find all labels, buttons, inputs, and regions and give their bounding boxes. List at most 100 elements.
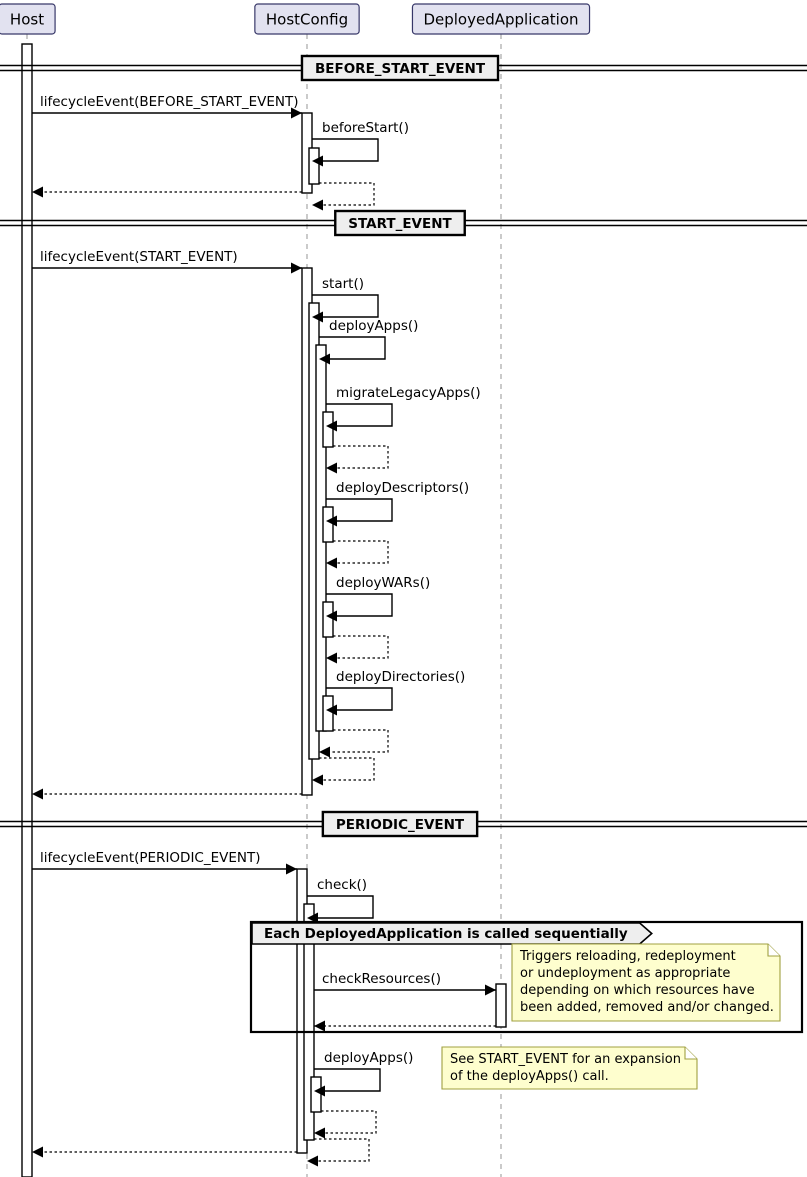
message-m6: start() — [312, 276, 379, 323]
group-label-group-each-deployedapplication: Each DeployedApplication is called seque… — [264, 926, 628, 942]
note-line-note-deployapps-1: of the deployApps() call. — [450, 1069, 609, 1084]
group-frame-group-each-deployedapplication — [249, 920, 804, 1034]
arrowhead-m2 — [312, 155, 323, 167]
message-m22: deployApps() — [314, 1050, 413, 1097]
activations-layer — [21, 43, 507, 1177]
note-body-note-deployapps — [441, 1046, 698, 1090]
participant-label-host: Host — [10, 11, 44, 29]
arrowhead-m11 — [326, 557, 337, 569]
arrowhead-m24 — [307, 1155, 318, 1167]
message-m15 — [319, 729, 389, 758]
message-m14: deployDirectories() — [326, 669, 465, 716]
note-line-note-checkresources-3: been added, removed and/or changed. — [520, 1000, 774, 1015]
activation-bar-a-hc-2-i3a — [322, 411, 334, 448]
message-label-m10: deployDescriptors() — [336, 480, 469, 496]
arrowhead-m17 — [32, 788, 43, 800]
activation-bar-a-hc-3-i2 — [310, 1076, 322, 1113]
message-m3 — [312, 182, 375, 211]
arrowhead-m12 — [326, 610, 337, 622]
message-m12: deployWARs() — [326, 575, 430, 622]
note-fold-corner-note-checkresources — [767, 944, 780, 957]
message-m17 — [32, 788, 302, 800]
message-m7: deployApps() — [319, 318, 418, 365]
message-m9 — [326, 445, 389, 474]
activation-bar-a-hc-2-i3c — [322, 601, 334, 638]
note-line-note-checkresources-1: or undeployment as appropriate — [520, 966, 730, 981]
message-label-m1: lifecycleEvent(BEFORE_START_EVENT) — [40, 94, 299, 110]
notes-layer: Triggers reloading, redeployment or undep… — [441, 943, 781, 1090]
note-body-note-checkresources — [511, 943, 781, 1022]
arrowhead-m23 — [314, 1127, 325, 1139]
note-fold-corner-note-deployapps — [684, 1047, 697, 1060]
note-line-note-deployapps-0: See START_EVENT for an expansion — [450, 1052, 681, 1067]
arrowhead-m16 — [312, 774, 323, 786]
divider-box-periodic — [321, 810, 479, 838]
divider-box-before-start — [300, 54, 500, 82]
arrowhead-m9 — [326, 462, 337, 474]
group-group-each-deployedapplication: Each DeployedApplication is called seque… — [249, 920, 804, 1034]
participant-box-hostconfig — [254, 3, 360, 35]
activation-bar-a-hc-1-inner — [308, 147, 320, 185]
arrowhead-m8 — [326, 420, 337, 432]
message-label-m6: start() — [322, 276, 364, 292]
message-m20: checkResources() — [314, 971, 496, 996]
message-m21 — [314, 1020, 496, 1032]
message-label-m18: lifecycleEvent(PERIODIC_EVENT) — [40, 850, 261, 866]
note-note-checkresources: Triggers reloading, redeployment or undep… — [511, 943, 781, 1022]
message-m4 — [32, 186, 302, 198]
participants-layer: Host HostConfig DeployedApplication — [0, 3, 591, 35]
message-label-m20: checkResources() — [322, 971, 441, 987]
arrowhead-m25 — [32, 1146, 43, 1158]
message-m23 — [314, 1110, 377, 1139]
arrowhead-m1 — [291, 107, 302, 119]
arrowhead-m6 — [312, 311, 323, 323]
arrowhead-m22 — [314, 1085, 325, 1097]
participant-label-deployedapplication: DeployedApplication — [423, 11, 578, 29]
divider-label-start: START_EVENT — [348, 216, 452, 232]
message-m8: migrateLegacyApps() — [326, 385, 481, 432]
message-m19: check() — [307, 877, 374, 924]
participant-label-hostconfig: HostConfig — [266, 11, 348, 29]
message-m10: deployDescriptors() — [326, 480, 469, 527]
message-label-m22: deployApps() — [324, 1050, 413, 1066]
arrowhead-m19 — [307, 912, 318, 924]
message-m16 — [312, 757, 375, 786]
arrowhead-m20 — [485, 984, 496, 996]
divider-before-start: BEFORE_START_EVENT — [0, 54, 807, 82]
arrowhead-m5 — [291, 262, 302, 274]
message-label-m7: deployApps() — [329, 318, 418, 334]
note-note-deployapps: See START_EVENT for an expansion of the d… — [441, 1046, 698, 1090]
arrowhead-m4 — [32, 186, 43, 198]
arrowhead-m13 — [326, 652, 337, 664]
participant-box-deployedapplication — [411, 3, 591, 35]
note-line-note-checkresources-2: depending on which resources have — [520, 983, 755, 998]
message-m2: beforeStart() — [312, 120, 409, 167]
divider-periodic: PERIODIC_EVENT — [0, 810, 807, 838]
activation-bar-a-hc-2-i3d — [322, 695, 334, 732]
activation-bar-a-hc-2-i3b — [322, 506, 334, 543]
message-m25 — [32, 1146, 297, 1158]
dividers-layer: BEFORE_START_EVENT START_EVENT PERIODIC_EV… — [0, 54, 807, 838]
message-m24 — [307, 1138, 370, 1167]
divider-box-start — [334, 209, 466, 237]
participant-box-host — [0, 3, 56, 35]
note-line-note-checkresources-0: Triggers reloading, redeployment — [519, 949, 736, 964]
message-m1: lifecycleEvent(BEFORE_START_EVENT) — [32, 94, 302, 119]
message-label-m8: migrateLegacyApps() — [336, 385, 481, 401]
message-m5: lifecycleEvent(START_EVENT) — [32, 249, 302, 274]
groups-layer: Each DeployedApplication is called seque… — [249, 920, 804, 1034]
message-label-m19: check() — [317, 877, 367, 893]
message-m11 — [326, 540, 389, 569]
arrowhead-m14 — [326, 704, 337, 716]
group-tab-group-each-deployedapplication — [251, 922, 653, 945]
activation-bar-a-hc-3-i1 — [303, 903, 315, 1141]
messages-layer: lifecycleEvent(BEFORE_START_EVENT)before… — [32, 94, 496, 1167]
message-label-m2: beforeStart() — [322, 120, 409, 136]
arrowhead-m10 — [326, 515, 337, 527]
lifelines-layer — [26, 34, 502, 1177]
message-m18: lifecycleEvent(PERIODIC_EVENT) — [32, 850, 297, 875]
divider-label-periodic: PERIODIC_EVENT — [336, 817, 465, 833]
message-label-m14: deployDirectories() — [336, 669, 465, 685]
